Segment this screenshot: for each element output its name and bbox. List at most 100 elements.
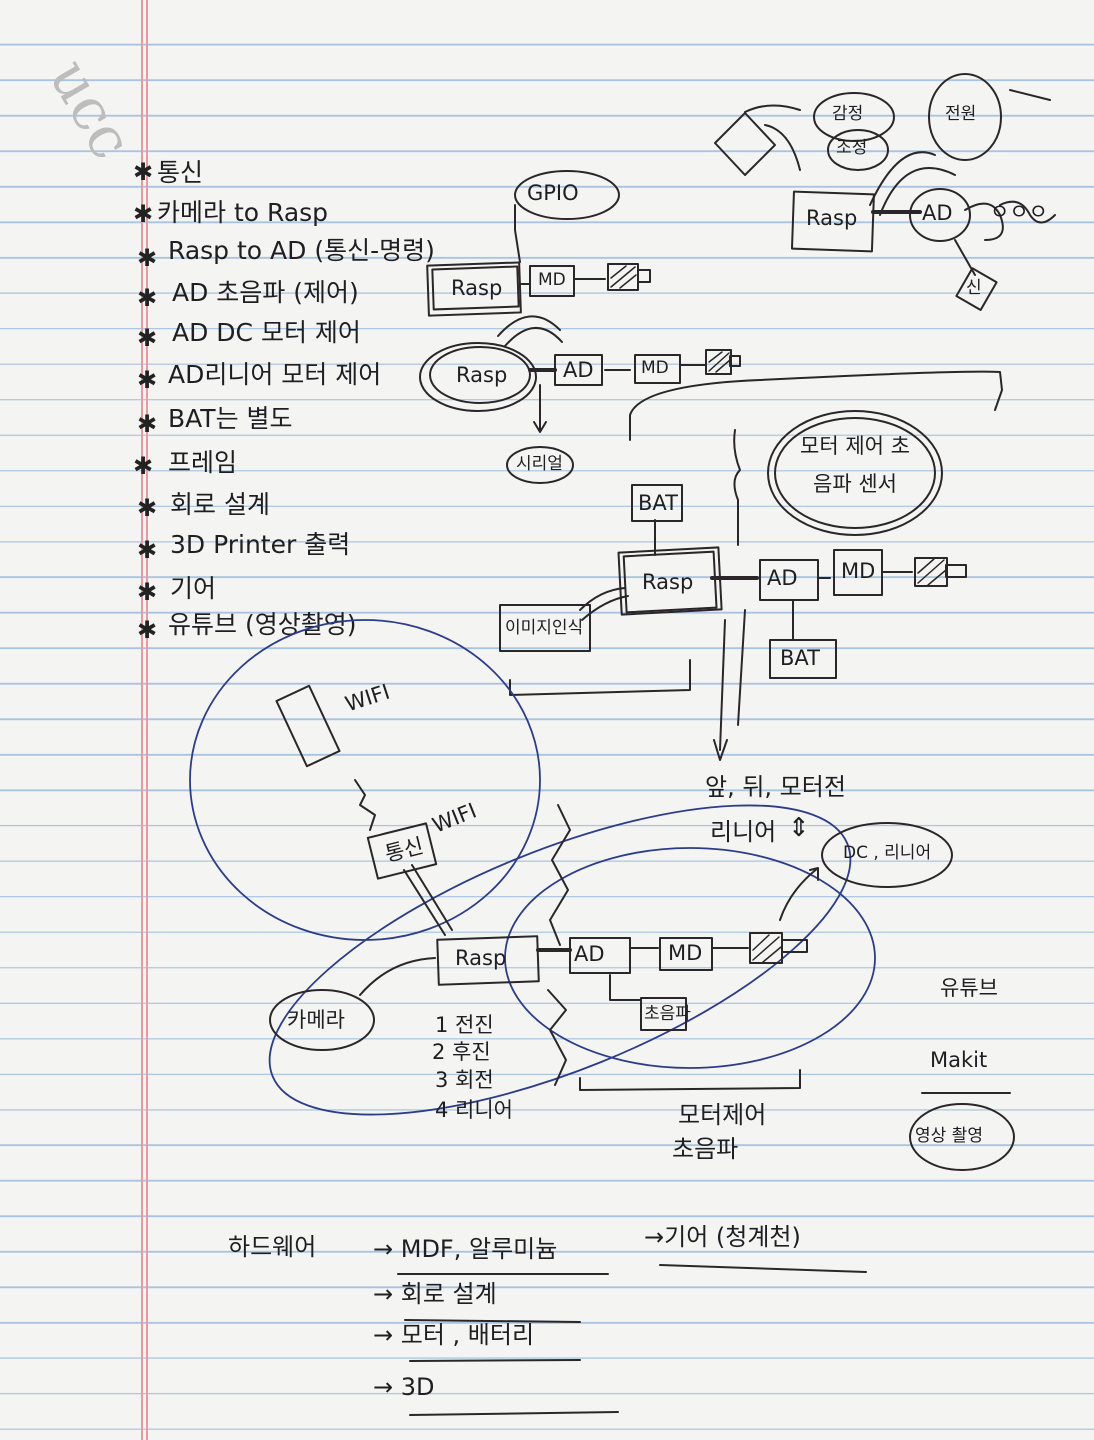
camera-label: 카메라 <box>287 1008 345 1032</box>
dc-linear-label: DC , 리니어 <box>843 843 932 863</box>
ultra-box <box>640 997 687 1031</box>
gpio-bubble <box>514 170 620 220</box>
task-item: 회로 설계 <box>170 490 270 519</box>
bullet-star-icon: ✱ <box>137 616 158 644</box>
image-rec-box <box>499 604 591 652</box>
motor-bubble <box>774 417 936 529</box>
ad-bubble <box>909 188 971 242</box>
gear-label: →기어 (청계천) <box>644 1223 801 1251</box>
bat-label: BAT <box>638 491 678 515</box>
md-label: MD <box>641 358 669 378</box>
serial-label: 시리얼 <box>516 454 563 474</box>
phone-icon <box>275 684 341 768</box>
task-item: 3D Printer 출력 <box>170 530 351 559</box>
margin-line <box>146 0 148 1440</box>
md-label: MD <box>538 270 566 290</box>
md-box <box>659 937 713 971</box>
makit-label: Makit <box>930 1048 988 1072</box>
step-label: 2 후진 <box>432 1040 491 1064</box>
sensor-bubble <box>827 129 889 171</box>
sensor-label: 감정 <box>832 104 864 124</box>
step-label: 4 리니어 <box>435 1098 513 1122</box>
margin-line <box>141 0 143 1440</box>
task-item: 카메라 to Rasp <box>157 198 329 227</box>
rasp-label: Rasp <box>455 946 507 970</box>
ad-label: AD <box>767 566 798 590</box>
motor-ctrl-label: 초음파 <box>672 1135 739 1163</box>
rasp-label: Rasp <box>451 276 503 300</box>
bullet-star-icon: ✱ <box>137 536 158 564</box>
step-label: 1 전진 <box>435 1013 494 1037</box>
rasp-box <box>790 190 875 253</box>
ad-label: AD <box>922 201 953 225</box>
md-box <box>634 354 681 384</box>
task-item: AD 초음파 (제어) <box>172 278 359 307</box>
bullet-star-icon: ✱ <box>133 452 154 480</box>
task-item: AD DC 모터 제어 <box>172 318 361 347</box>
linear-label: 리니어 <box>710 818 777 846</box>
bullet-star-icon: ✱ <box>133 158 154 186</box>
bat-box <box>631 484 683 522</box>
range-ellipse <box>268 804 852 1116</box>
task-item: Rasp to AD (통신-명령) <box>168 236 435 265</box>
serial-bubble <box>506 446 574 484</box>
rasp-box <box>431 265 520 311</box>
camera-bubble <box>269 989 375 1051</box>
dc-linear-bubble <box>821 822 953 888</box>
rasp-label: Rasp <box>806 206 858 230</box>
small-label: 신 <box>966 278 982 298</box>
diamond-shape <box>714 112 776 176</box>
step-label: 3 회전 <box>435 1068 494 1092</box>
rasp-box <box>436 935 540 986</box>
video-bubble <box>909 1103 1015 1171</box>
image-rec-label: 이미지인식 <box>505 618 584 638</box>
wifi-range-circle <box>189 619 541 941</box>
task-item: AD리니어 모터 제어 <box>168 360 382 389</box>
comm-box <box>366 822 438 880</box>
ad-label: AD <box>574 942 605 966</box>
rasp-label: Rasp <box>642 570 694 594</box>
sensor-bubble <box>928 73 1002 161</box>
task-item: 통신 <box>157 158 204 187</box>
motor-ctrl-label: 모터제어 <box>678 1101 767 1129</box>
ultra-label: 초음파 <box>644 1004 691 1024</box>
bat-label: BAT <box>780 646 820 670</box>
bullet-star-icon: ✱ <box>137 494 158 522</box>
sensor-bubble <box>813 92 895 142</box>
motor-bubble-label: 모터 제어 초음파 센서 <box>800 434 910 496</box>
ad-box <box>569 937 631 974</box>
bullet-star-icon: ✱ <box>133 200 154 228</box>
hardware-item: → 3D <box>373 1373 435 1401</box>
task-item: BAT는 별도 <box>168 404 293 433</box>
bullet-star-icon: ✱ <box>137 366 158 394</box>
motions-label: 앞, 뒤, 모터전 <box>705 773 846 801</box>
updown-arrow-icon: ⇕ <box>788 813 810 843</box>
bullet-star-icon: ✱ <box>137 244 158 272</box>
md-label: MD <box>841 559 876 583</box>
sensor-label: 전원 <box>945 104 977 124</box>
hardware-item: → MDF, 알루미늄 <box>373 1235 558 1263</box>
bullet-star-icon: ✱ <box>137 324 158 352</box>
ad-box <box>759 559 819 601</box>
small-box <box>955 267 998 311</box>
rasp-bubble <box>429 346 531 404</box>
md-box <box>529 265 575 297</box>
youtube-label: 유튜브 <box>940 976 998 1000</box>
hardware-item: → 모터 , 배터리 <box>373 1321 535 1349</box>
motor-range-ellipse <box>504 847 876 1069</box>
gpio-label: GPIO <box>527 181 579 205</box>
ad-label: AD <box>563 358 594 382</box>
md-label: MD <box>668 941 703 965</box>
task-item: 기어 <box>170 574 217 603</box>
hardware-item: → 회로 설계 <box>373 1280 497 1308</box>
bat-box <box>769 639 837 679</box>
bullet-star-icon: ✱ <box>137 578 158 606</box>
task-item: 프레임 <box>168 448 238 477</box>
bullet-star-icon: ✱ <box>137 410 158 438</box>
hardware-label: 하드웨어 <box>228 1233 317 1261</box>
sensor-label: 조정 <box>836 138 868 158</box>
bullet-star-icon: ✱ <box>137 284 158 312</box>
loop-label: ㅇㅇㅇ <box>990 200 1048 224</box>
